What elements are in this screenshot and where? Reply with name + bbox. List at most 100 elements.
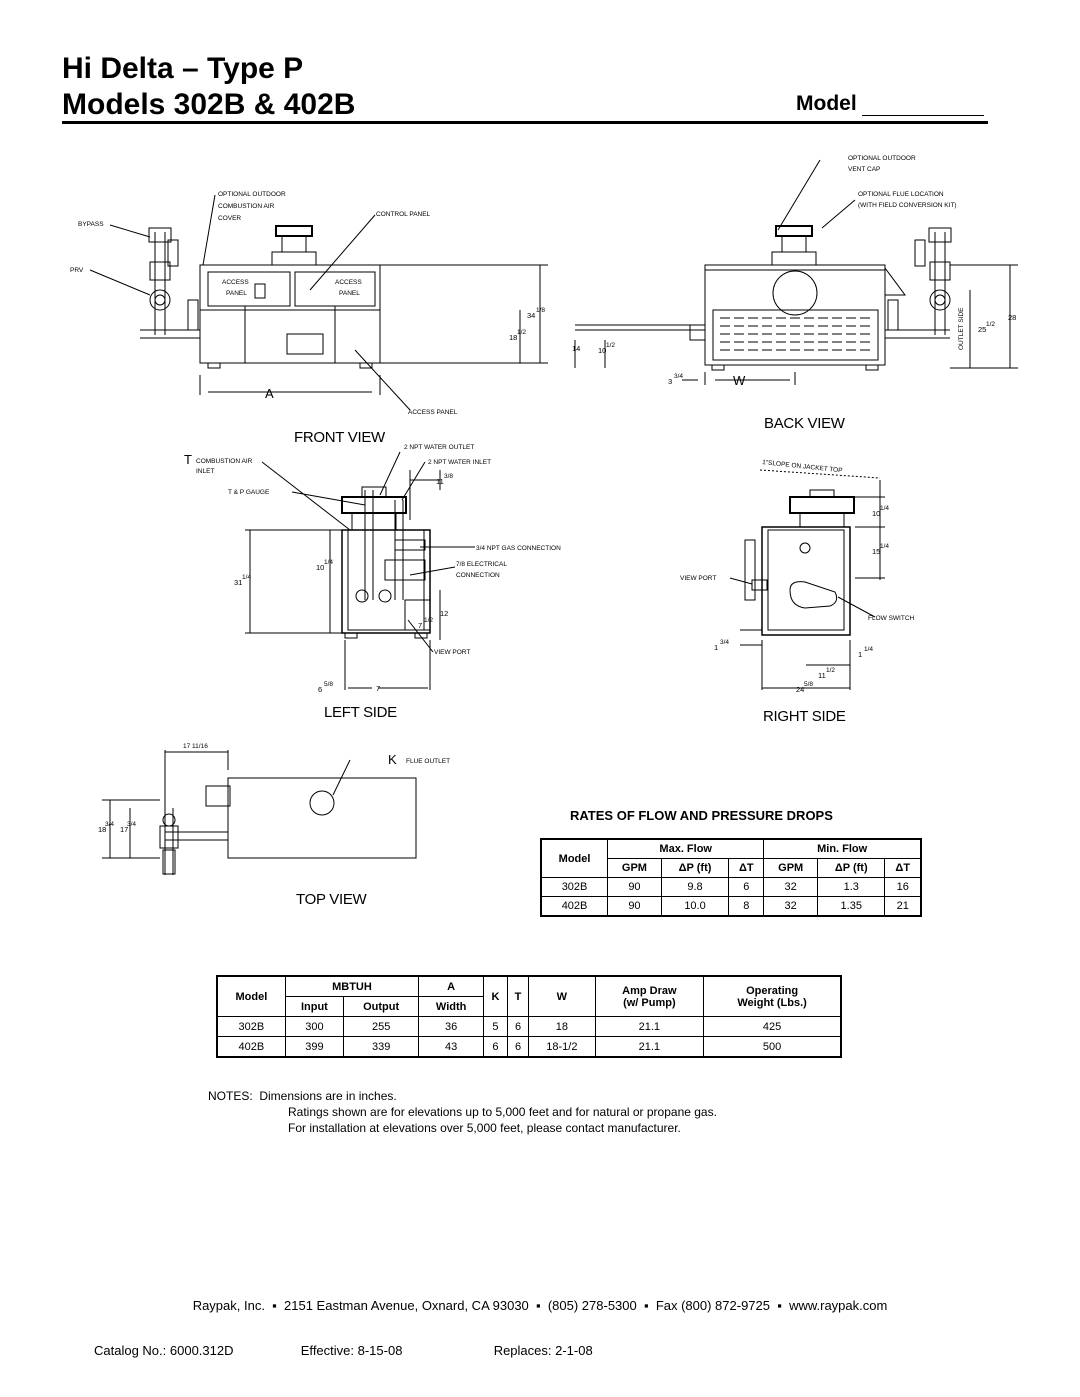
cell: 6 xyxy=(506,1036,530,1058)
specs-table: Model MBTUH A K T W Amp Draw (w/ Pump) O… xyxy=(216,975,842,1058)
specs-h-k: K xyxy=(483,975,508,1017)
notes: NOTES: Dimensions are in inches. Ratings… xyxy=(208,1088,717,1136)
company-address: 2151 Eastman Avenue, Oxnard, CA 93030 xyxy=(284,1298,529,1313)
cell: 6 xyxy=(506,1016,530,1037)
rates-h-dp-min: ΔP (ft) xyxy=(817,858,886,878)
notes-label: NOTES: xyxy=(208,1089,253,1103)
right-dim-10-fraction: 1/4 xyxy=(880,505,889,512)
rates-title: RATES OF FLOW AND PRESSURE DROPS xyxy=(570,808,833,823)
cell: 9.8 xyxy=(660,877,730,897)
model-label: Model xyxy=(796,92,857,115)
cell: 302B xyxy=(216,1016,286,1037)
electrical-label-2: CONNECTION xyxy=(456,572,500,579)
cell: 300 xyxy=(284,1016,345,1037)
access-panel-bottom-label: ACCESS PANEL xyxy=(408,409,458,416)
cell: 10.0 xyxy=(660,896,730,917)
combustion-air-label: COMBUSTION AIR xyxy=(196,458,253,465)
cell: 255 xyxy=(343,1016,420,1037)
access-panel-label-left: ACCESS xyxy=(222,279,249,286)
specs-h-amp-2: (w/ Pump) xyxy=(623,996,676,1009)
access-panel-label-left-2: PANEL xyxy=(226,290,247,297)
top-dim-17b-fraction: 3/4 xyxy=(127,821,136,828)
left-side-drawing xyxy=(245,451,475,690)
front-view-drawing xyxy=(89,194,548,411)
cell: 36 xyxy=(418,1016,485,1037)
dim-k: K xyxy=(388,752,397,767)
flue-location-label: OPTIONAL FLUE LOCATION xyxy=(858,191,944,198)
header-rule xyxy=(62,121,988,124)
control-panel-label: CONTROL PANEL xyxy=(376,211,431,218)
right-dim-24-fraction: 5/8 xyxy=(804,681,813,688)
cell: 21.1 xyxy=(594,1016,705,1037)
specs-h-input: Input xyxy=(284,996,345,1017)
left-dim-10: 10 xyxy=(316,563,324,572)
rates-h-min: Min. Flow xyxy=(763,838,922,859)
right-dim-10: 10 xyxy=(872,509,880,518)
specs-h-model: Model xyxy=(216,975,286,1017)
specs-h-width: Width xyxy=(418,996,485,1017)
note-3: For installation at elevations over 5,00… xyxy=(288,1121,681,1135)
rates-h-gpm-min: GPM xyxy=(763,858,819,878)
back-dim-14: 14 xyxy=(572,344,580,353)
left-dim-31-fraction: 1/4 xyxy=(242,574,251,581)
specs-h-t: T xyxy=(506,975,530,1017)
cell: 6 xyxy=(483,1036,508,1058)
cell: 43 xyxy=(418,1036,485,1058)
left-dim-11: 11 xyxy=(436,477,444,486)
flue-location-label-2: (WITH FIELD CONVERSION KIT) xyxy=(858,202,957,209)
front-outdoor-air-label: OPTIONAL OUTDOOR xyxy=(218,191,286,198)
bypass-label: BYPASS xyxy=(78,221,104,228)
view-port-label-left: VIEW PORT xyxy=(434,649,470,656)
back-dim-25: 25 xyxy=(978,325,986,334)
water-outlet-label: 2 NPT WATER OUTLET xyxy=(404,444,474,451)
left-dim-31: 31 xyxy=(234,578,242,587)
right-side-label: RIGHT SIDE xyxy=(763,708,846,725)
back-dim-28: 28 xyxy=(1008,313,1016,322)
cell: 425 xyxy=(703,1016,842,1037)
access-panel-label-right: ACCESS xyxy=(335,279,362,286)
cell: 18-1/2 xyxy=(528,1036,596,1058)
dim-a: A xyxy=(265,386,274,401)
flow-switch-label: FLOW SWITCH xyxy=(868,615,915,622)
back-dim-3: 3 xyxy=(668,377,672,386)
top-dim-18: 18 xyxy=(98,825,106,834)
top-view-drawing xyxy=(102,750,417,875)
cell: 6 xyxy=(728,877,765,897)
outlet-side-label: OUTLET SIDE xyxy=(958,307,965,350)
right-dim-15: 15 xyxy=(872,547,880,556)
cell: 339 xyxy=(343,1036,420,1058)
specs-h-weight-2: Weight (Lbs.) xyxy=(737,996,807,1009)
prv-label: PRV xyxy=(70,267,84,274)
company-phone: (805) 278-5300 xyxy=(547,1298,637,1313)
access-panel-label-right-2: PANEL xyxy=(339,290,360,297)
table-row: 402B 90 10.0 8 32 1.35 21 xyxy=(540,896,922,917)
left-dim-6: 6 xyxy=(318,685,322,694)
left-dim-7-fraction: 1/2 xyxy=(424,617,433,624)
gas-connection-label: 3/4 NPT GAS CONNECTION xyxy=(476,545,561,552)
page-title: Hi Delta – Type P xyxy=(62,52,304,85)
back-view-drawing xyxy=(574,159,1018,385)
rates-h-max: Max. Flow xyxy=(607,838,765,859)
dim-w: W xyxy=(733,373,746,388)
table-row: 302B 90 9.8 6 32 1.3 16 xyxy=(540,877,922,897)
footer-contact: Raypak, Inc. ▪ 2151 Eastman Avenue, Oxna… xyxy=(192,1298,888,1313)
right-dim-11: 11 xyxy=(818,671,826,680)
company-website: www.raypak.com xyxy=(789,1298,888,1313)
effective-label: Effective: xyxy=(300,1343,354,1358)
combustion-air-label-2: INLET xyxy=(196,468,214,475)
front-outdoor-air-label-2: COMBUSTION AIR xyxy=(218,203,275,210)
front-view-label: FRONT VIEW xyxy=(294,429,386,446)
note-1: Dimensions are in inches. xyxy=(259,1089,397,1103)
catalog-number: 6000.312D xyxy=(169,1343,234,1358)
cell: 21 xyxy=(884,896,922,917)
cell: 399 xyxy=(284,1036,345,1058)
catalog-label: Catalog No.: xyxy=(94,1343,167,1358)
front-outdoor-air-label-3: COVER xyxy=(218,215,241,222)
model-blank-line xyxy=(862,115,984,116)
note-2: Ratings shown are for elevations up to 5… xyxy=(288,1105,717,1119)
view-port-label-right: VIEW PORT xyxy=(680,575,716,582)
cell: 500 xyxy=(703,1036,842,1058)
cell: 90 xyxy=(607,896,662,917)
right-side-drawing xyxy=(729,469,885,690)
left-dim-7: 7 xyxy=(418,621,422,630)
